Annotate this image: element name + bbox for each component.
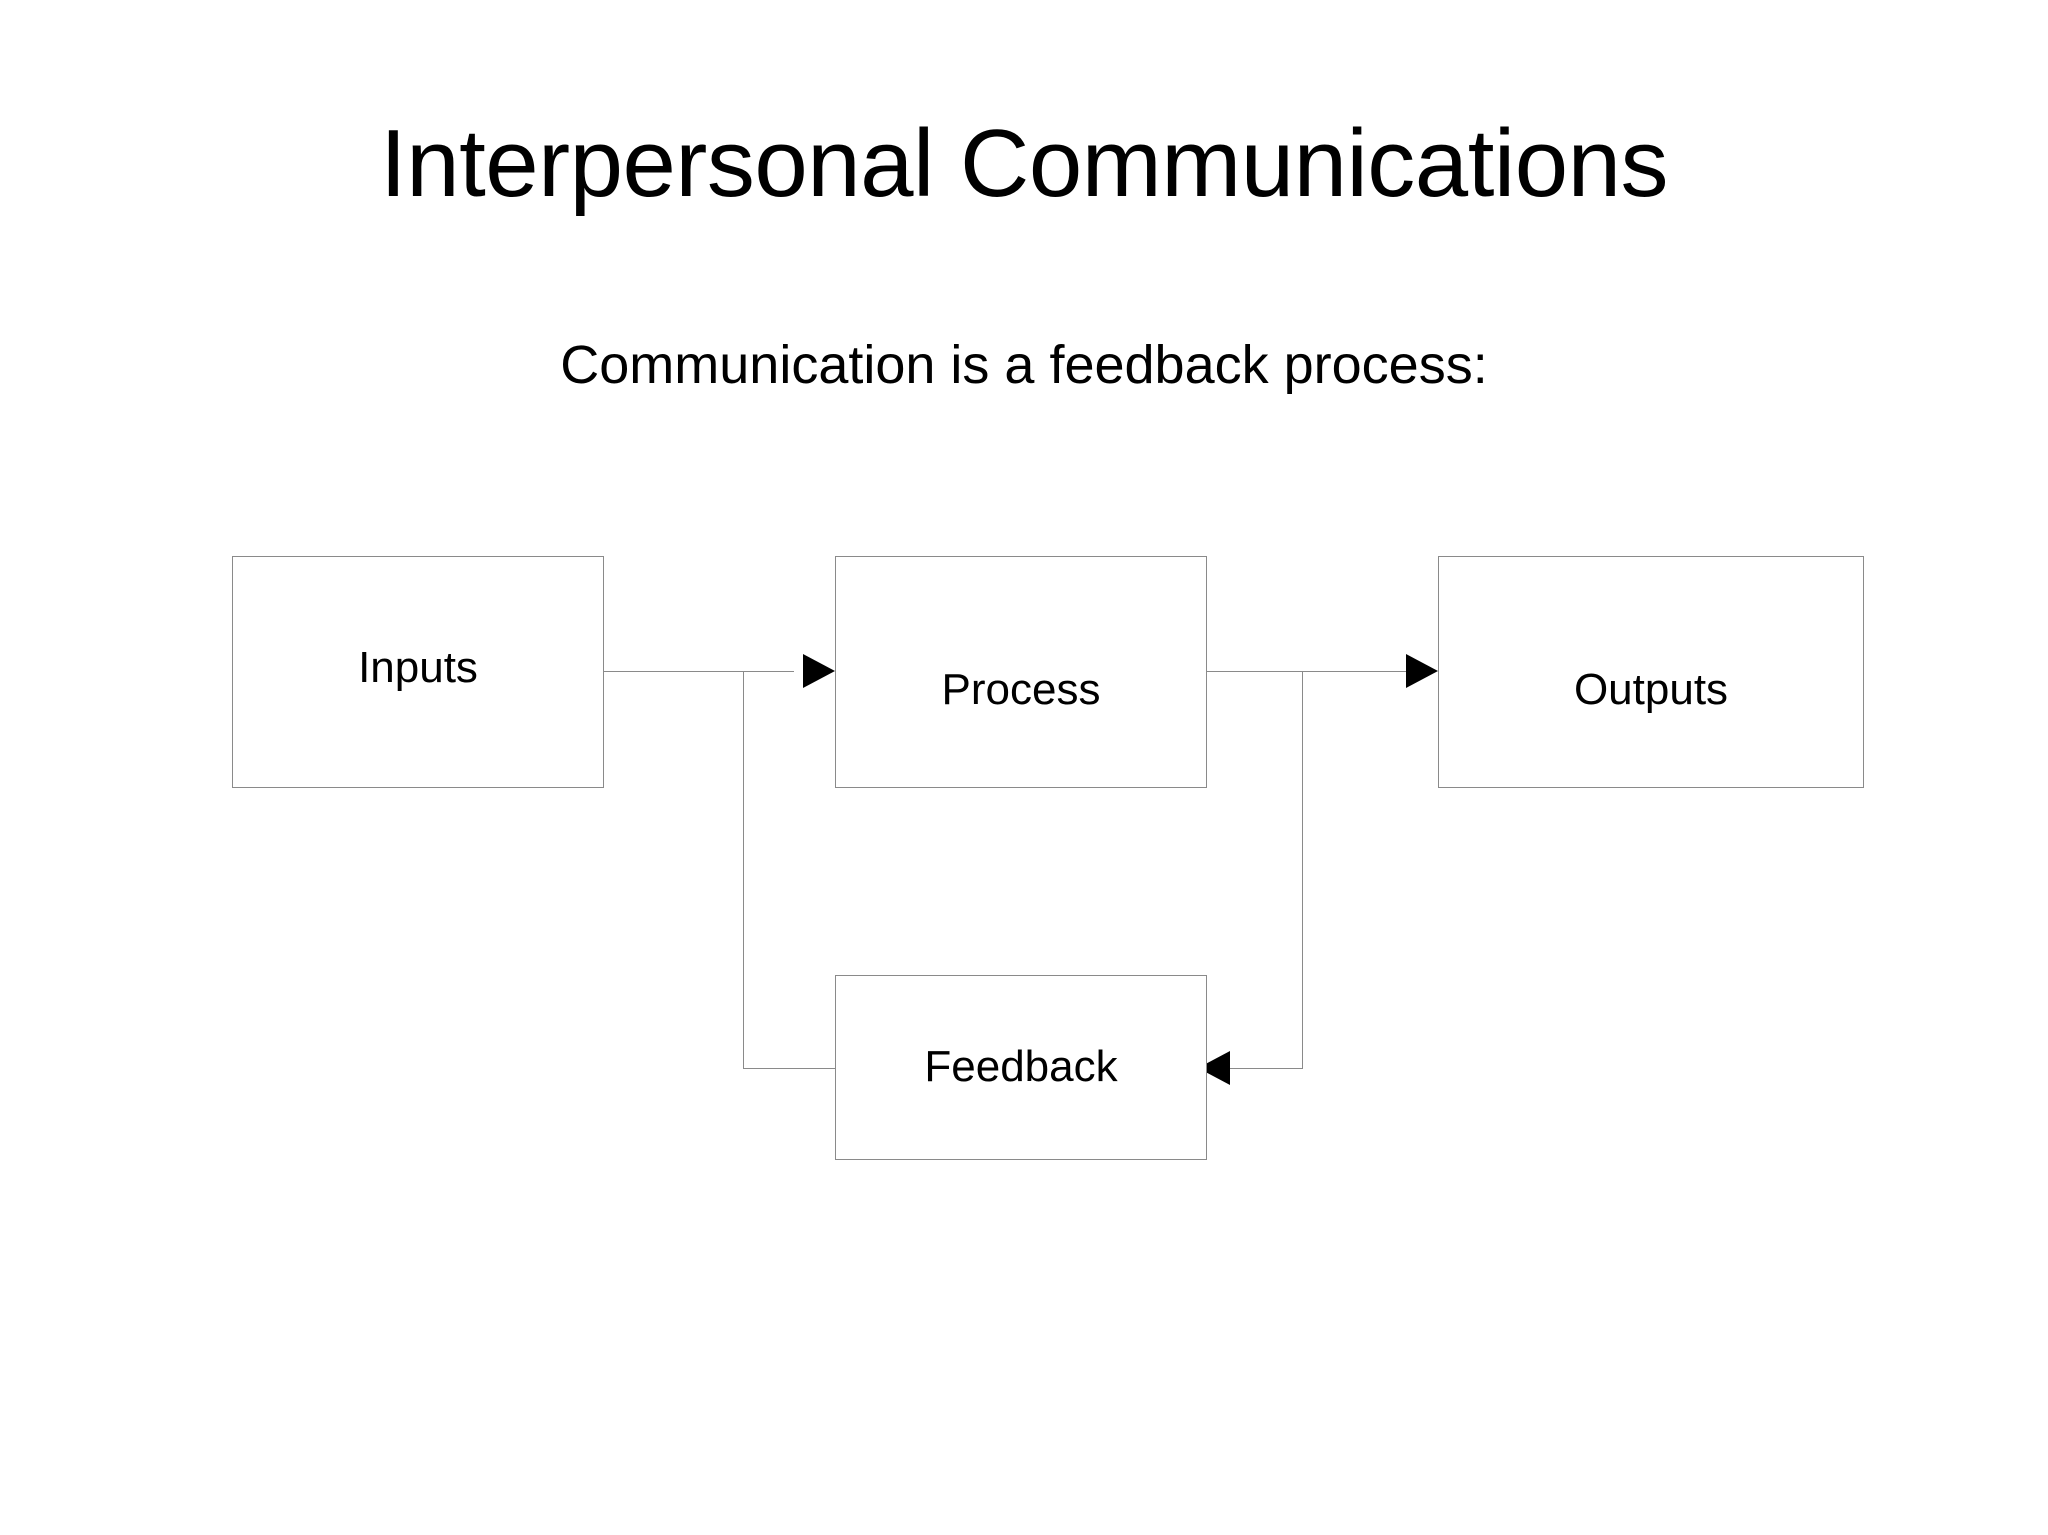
connector-branch-down-from-outputs bbox=[1302, 671, 1303, 1069]
connector-outputs-to-feedback-leg bbox=[1230, 1068, 1303, 1069]
flow-node-process-label: Process bbox=[941, 665, 1101, 714]
flow-node-inputs[interactable]: Inputs bbox=[232, 556, 604, 788]
arrowhead-into-process-icon bbox=[803, 654, 835, 688]
connector-feedback-to-process-leg bbox=[743, 1068, 836, 1069]
slide-subtitle: Communication is a feedback process: bbox=[560, 335, 1488, 395]
page-title: Interpersonal Communications bbox=[380, 110, 1668, 217]
connector-inputs-to-process bbox=[604, 671, 794, 672]
flow-node-process[interactable]: Process bbox=[835, 556, 1207, 788]
flow-node-feedback-label: Feedback bbox=[924, 1042, 1118, 1091]
connector-process-to-outputs bbox=[1207, 671, 1407, 672]
flow-node-outputs-label: Outputs bbox=[1573, 665, 1729, 714]
arrowhead-into-outputs-icon bbox=[1406, 654, 1438, 688]
flow-node-outputs[interactable]: Outputs bbox=[1438, 556, 1864, 788]
flow-node-inputs-label: Inputs bbox=[358, 643, 478, 692]
flow-node-feedback[interactable]: Feedback bbox=[835, 975, 1207, 1160]
connector-branch-down-to-process-input bbox=[743, 671, 744, 1069]
